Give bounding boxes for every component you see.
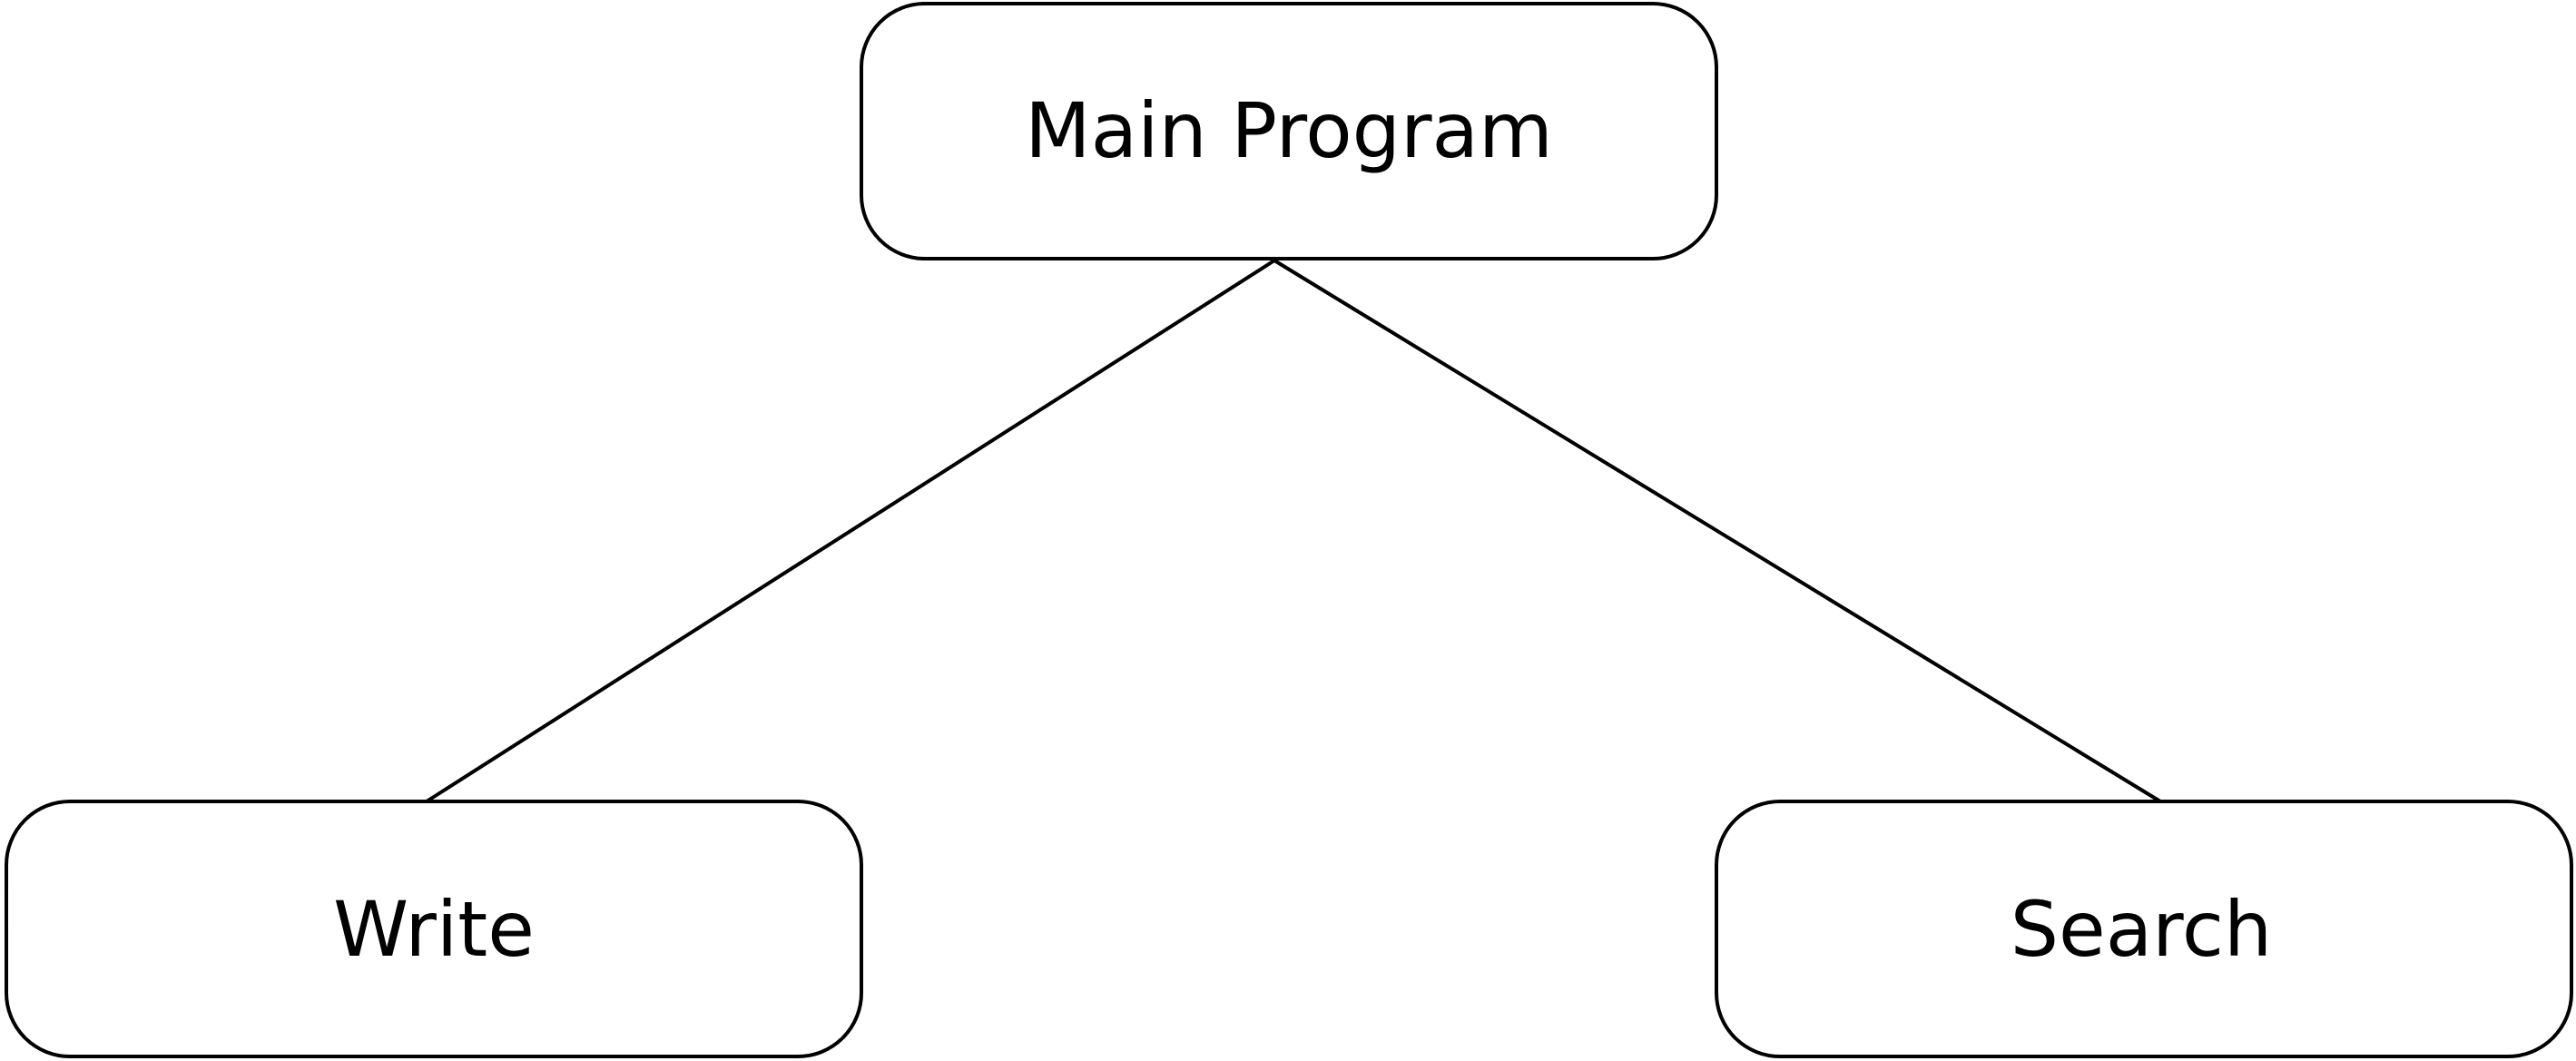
node-search: Search [1715,800,2573,1058]
node-write: Write [5,800,863,1058]
node-write-box [5,800,863,1058]
edge-main-to-search [1273,259,2162,803]
node-search-box [1715,800,2573,1058]
node-main-program-label: Main Program [1025,86,1553,175]
node-write-label: Write [333,885,535,974]
node-search-label: Search [2011,885,2273,974]
edge-main-to-write [425,259,1276,803]
node-main-program-box [860,2,1718,260]
node-main-program: Main Program [860,2,1718,260]
